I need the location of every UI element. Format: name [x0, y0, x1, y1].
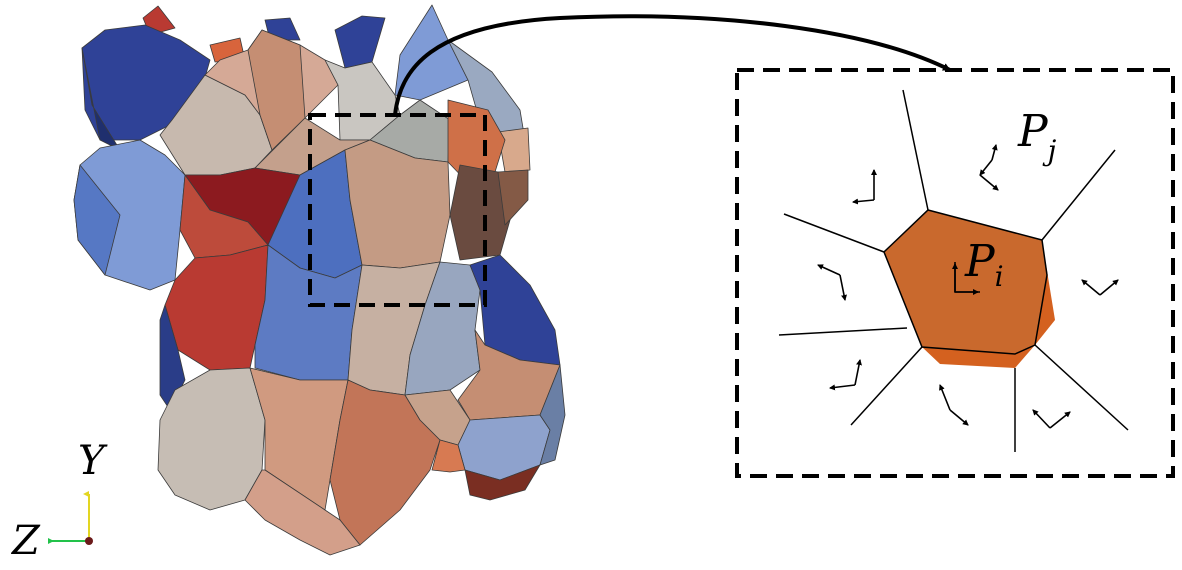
orientation-frame: [852, 169, 877, 205]
axis-triad: Y Z: [10, 438, 108, 564]
grain: [344, 139, 451, 269]
grain: [464, 464, 541, 501]
zoom-connector-arrow: [393, 14, 951, 116]
grain: [73, 164, 121, 276]
highlighted-grain: [883, 209, 1048, 355]
orientation-frame-center: [952, 262, 980, 295]
orientation-frame: [979, 144, 999, 191]
grain-boundaries: [778, 89, 1129, 452]
grain: [244, 469, 361, 556]
grain-j-label: Pj: [1017, 106, 1057, 167]
inset-dashed-frame: [735, 68, 1175, 478]
polycrystal-grain-cluster: [73, 4, 566, 556]
grain: [539, 364, 566, 466]
grain: [159, 304, 186, 411]
grain: [431, 439, 466, 473]
orientation-frame: [829, 359, 862, 391]
axis-z-label: Z: [10, 518, 41, 564]
axis-y-label: Y: [78, 438, 108, 484]
grain: [329, 379, 441, 546]
grain: [497, 169, 529, 226]
orientation-frames: [817, 144, 1119, 429]
orientation-frame: [1081, 279, 1119, 296]
zoom-selection-box: [308, 113, 487, 307]
grain-i-label: Pi: [964, 236, 1004, 293]
grain: [164, 244, 269, 371]
orientation-frame: [817, 264, 847, 301]
grain: [497, 127, 531, 173]
axis-origin: [85, 537, 93, 545]
orientation-frame: [939, 384, 969, 426]
zoomed-inset: Pi Pj: [735, 68, 1175, 478]
grain: [334, 15, 386, 69]
orientation-frame: [1032, 409, 1071, 429]
